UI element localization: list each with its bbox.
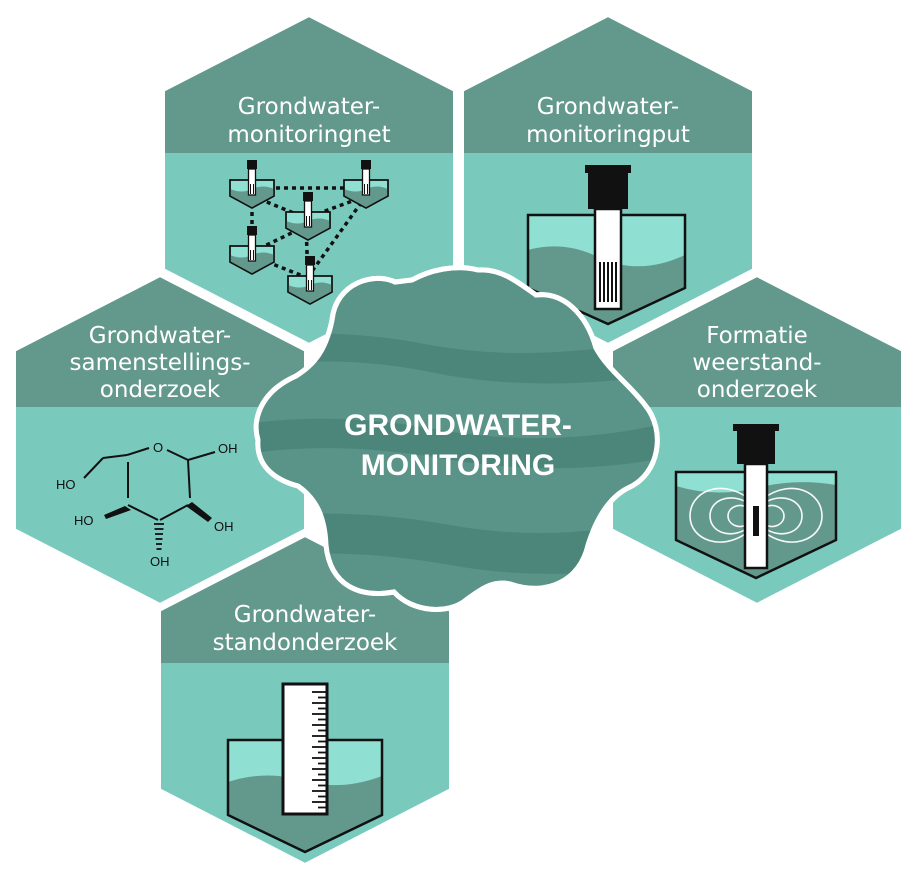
hex-title-line3: onderzoek (100, 377, 221, 403)
hex-title-line1: Grondwater- (234, 602, 376, 628)
hex-title-line2: standonderzoek (213, 630, 398, 656)
ring-oxygen-label: O (153, 440, 163, 455)
hex-title-line2: weerstand- (692, 350, 821, 376)
ho-mid-label: HO (74, 513, 94, 528)
cloud-bands (256, 333, 658, 574)
oh-top-label: OH (218, 441, 238, 456)
gauge-ruler-icon (226, 682, 384, 854)
oh-right-label: OH (214, 519, 234, 534)
hex-title-line1: Formatie (706, 323, 808, 349)
hex-title-line2: samenstellings- (70, 350, 251, 376)
hex-title-line1: Grondwater- (537, 94, 679, 120)
resistivity-probe-icon (674, 424, 838, 580)
ho-left-label: HO (56, 477, 76, 492)
hex-title-line1: Grondwater- (89, 323, 231, 349)
center-cloud: GRONDWATER- MONITORING (253, 265, 660, 612)
center-title-line2: MONITORING (361, 449, 555, 482)
center-title-line1: GRONDWATER- (344, 409, 572, 442)
hex-title-line2: monitoringnet (227, 122, 390, 148)
hex-title-line1: Grondwater- (238, 94, 380, 120)
oh-bottom-label: OH (150, 554, 170, 569)
glucose-molecule-icon: O OH HO HO OH OH (56, 440, 238, 569)
hex-title-line2: monitoringput (526, 122, 690, 148)
network-icon (229, 160, 389, 305)
hex-title-line3: onderzoek (697, 377, 818, 403)
hex-formatieweerstandonderzoek: Formatie weerstand- onderzoek (609, 272, 905, 608)
